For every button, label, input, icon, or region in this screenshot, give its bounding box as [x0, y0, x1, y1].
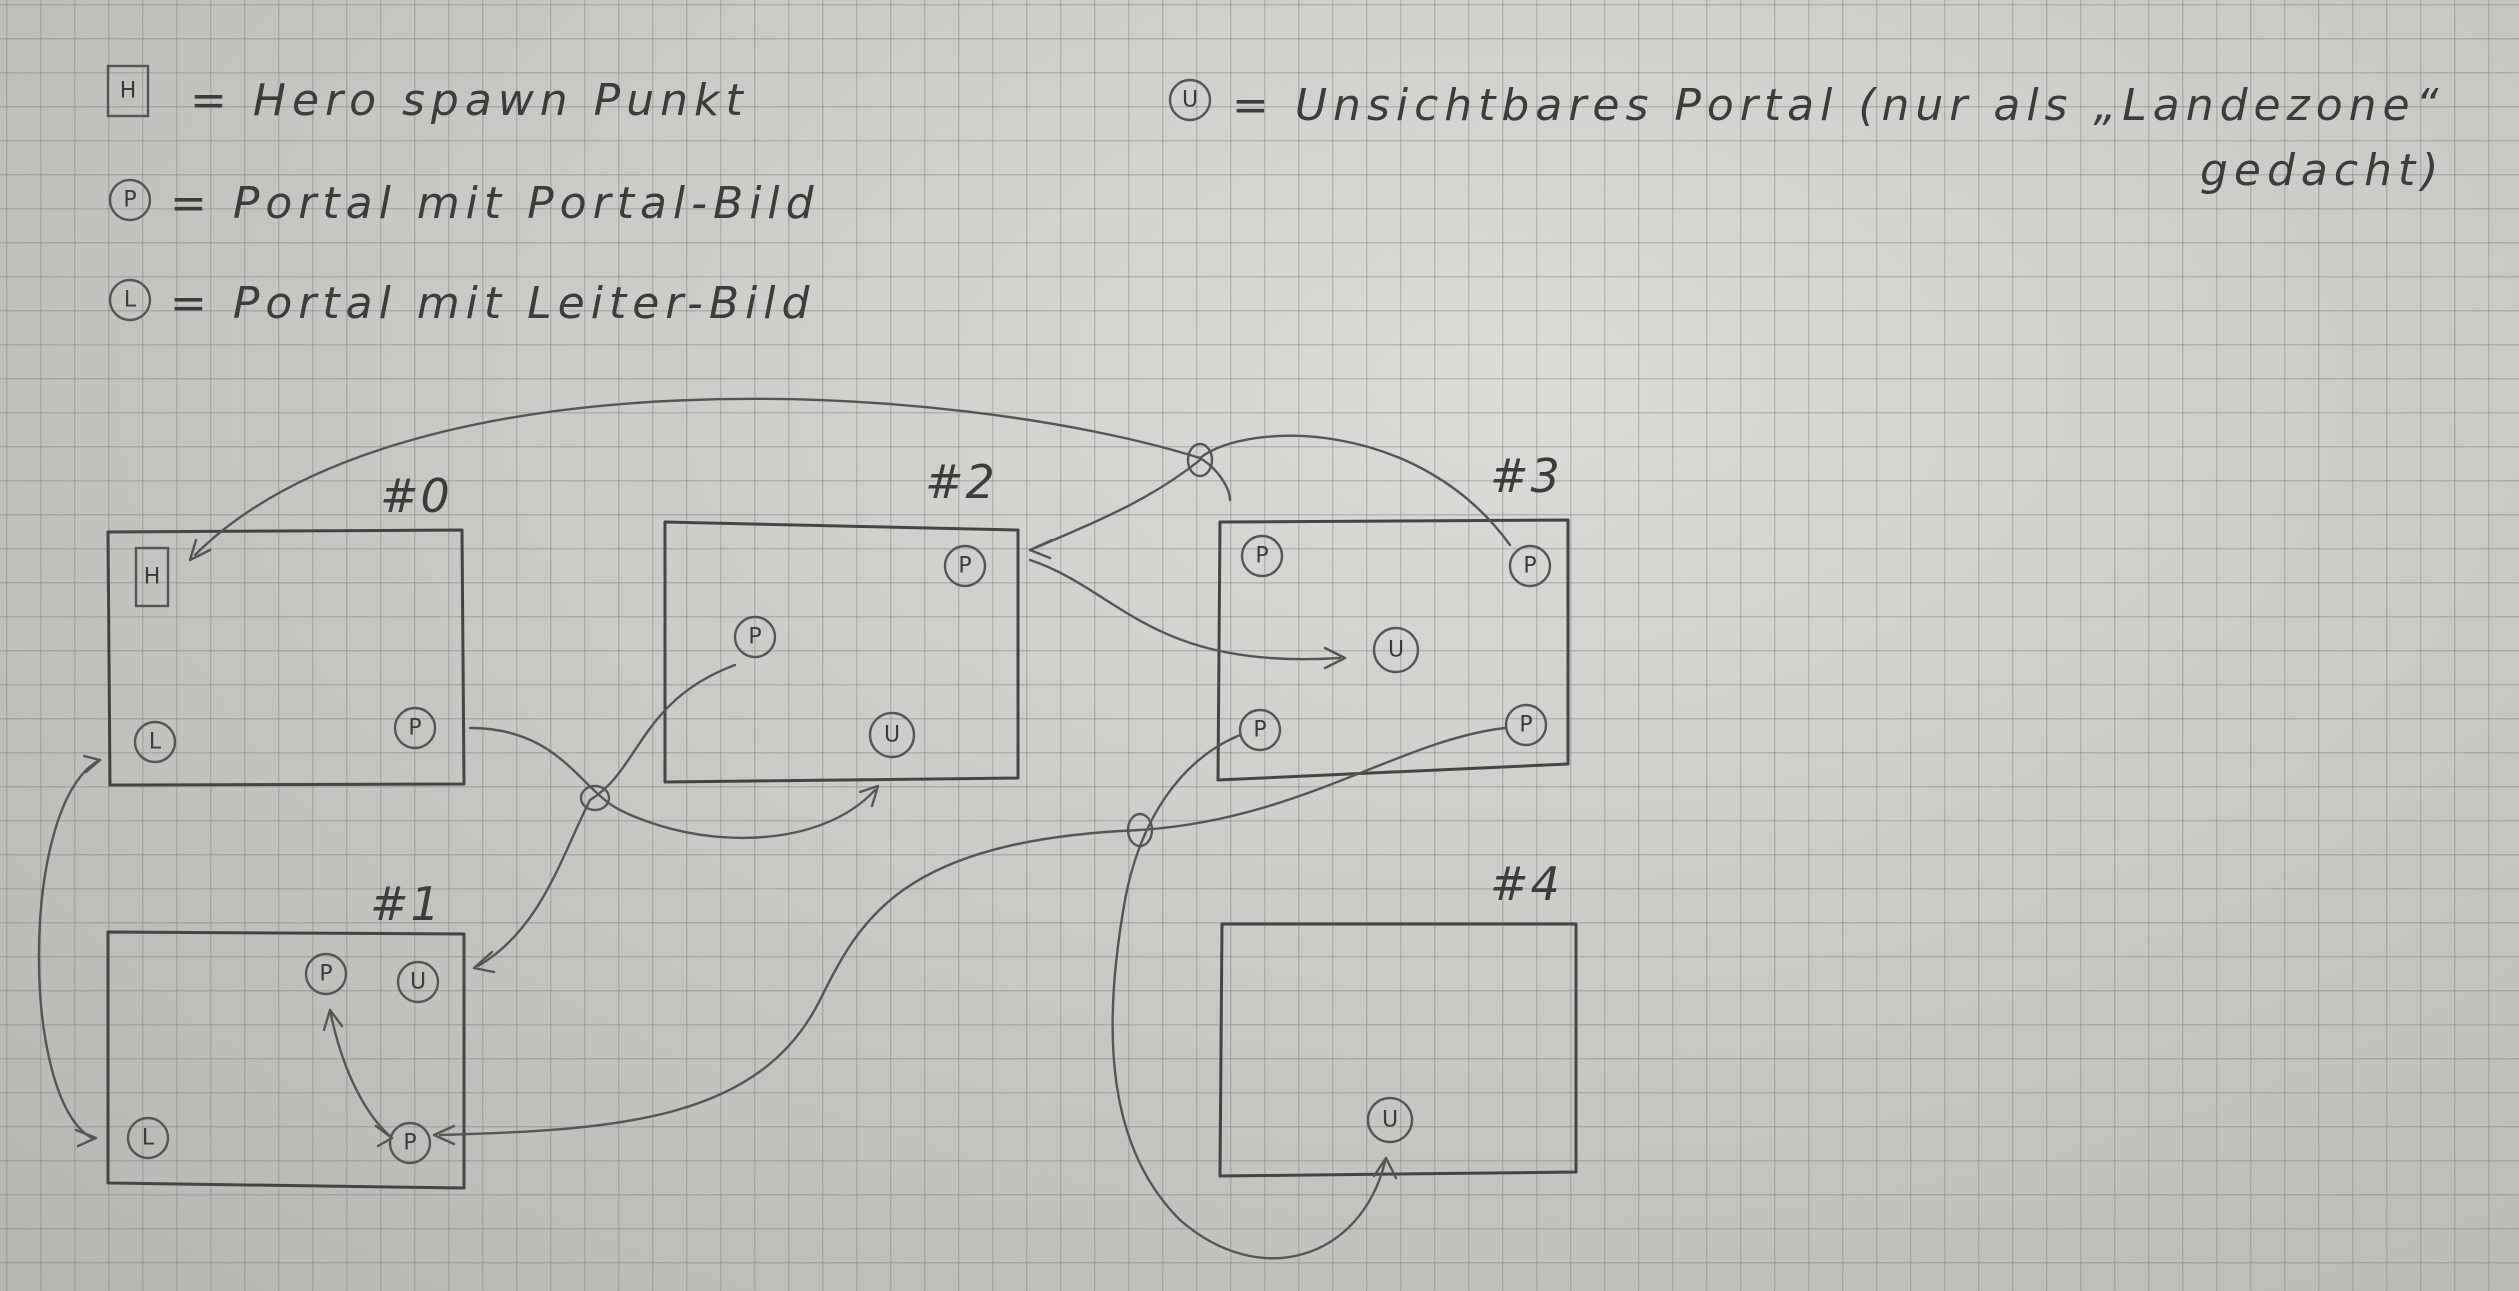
legend-hero-symbol: H: [120, 79, 137, 104]
room-3-invisible-letter: U: [1388, 638, 1404, 663]
room-2-label: #2: [925, 455, 997, 509]
arrowhead-room1-top: [322, 1008, 344, 1032]
room-2-portal-marker-left: [733, 615, 777, 659]
room-1-portal-letter-top: P: [319, 962, 332, 987]
room-2-portal-letter-left: P: [748, 625, 761, 650]
room-3-portal-letter-bottom-left: P: [1253, 718, 1266, 743]
room-2-invisible-marker: [868, 711, 916, 759]
room-0-portal-marker: [393, 706, 437, 750]
room-4: #4 U: [1218, 857, 1578, 1178]
room-3-invisible-marker: [1372, 626, 1420, 674]
arrowhead-room0-ladder: [82, 754, 102, 774]
legend-ladder-text: = Portal mit Leiter-Bild: [170, 278, 815, 329]
connection-room2-to-room1-u: [476, 663, 737, 968]
arrowhead-room2-u: [858, 784, 880, 808]
room-2-portal-letter-right: P: [958, 554, 971, 579]
room-2-portal-marker-right: [943, 544, 987, 588]
arrowhead-room1-p: [432, 1124, 456, 1146]
connection-room3-to-hero: [193, 397, 1202, 557]
connection-room3-top-left-lead: [1198, 456, 1232, 502]
legend-ladder-symbol: L: [124, 288, 137, 313]
connections: [37, 397, 1512, 1260]
room-4-label: #4: [1490, 857, 1562, 911]
legend-hero-text: = Hero spawn Punkt: [190, 75, 749, 126]
room-0-label: #0: [380, 469, 452, 523]
room-3-portal-marker-bottom-right: [1504, 703, 1548, 747]
connection-loop-room3-top-right: [1198, 434, 1512, 547]
arrowhead-room1-u: [472, 950, 496, 974]
arrowhead-room3-u: [1323, 646, 1347, 670]
legend: H = Hero spawn Punkt P = Portal mit Port…: [106, 64, 2444, 329]
connection-room2-to-room3-u: [1028, 558, 1342, 661]
arrowhead-room1-bottom-p: [374, 1124, 394, 1148]
room-1-label: #1: [370, 877, 442, 931]
room-3-label: #3: [1490, 449, 1562, 503]
legend-portal-circle: [108, 178, 152, 222]
room-0-hero-letter: H: [144, 565, 161, 590]
room-3-portal-letter-bottom-right: P: [1519, 713, 1532, 738]
room-4-invisible-letter: U: [1382, 1108, 1398, 1133]
legend-invisible-text: = Unsichtbares Portal (nur als „Landezon…: [1232, 80, 2444, 131]
room-1-ladder-letter: L: [142, 1126, 155, 1151]
hero-symbol-box: [106, 64, 150, 118]
room-3-portal-marker-bottom-left: [1238, 708, 1282, 752]
room-1-portal-marker-bottom: [388, 1121, 432, 1165]
connection-ladder-0-to-1: [37, 758, 102, 1140]
legend-ladder-circle: [108, 278, 152, 322]
room-0-ladder-marker: [133, 720, 177, 764]
room-3-portal-marker-top-left: [1240, 534, 1284, 578]
room-3-portal-letter-top-left: P: [1255, 544, 1268, 569]
room-1-outline: [106, 930, 466, 1190]
room-4-invisible-marker: [1366, 1096, 1414, 1144]
arrowhead-room1-ladder: [74, 1128, 98, 1148]
connection-room3-to-room4-u: [1111, 733, 1387, 1260]
room-0-ladder-letter: L: [149, 730, 162, 755]
connection-room3-to-room1-p: [438, 726, 1507, 1137]
room-3: #3 P P U P P: [1216, 449, 1570, 782]
crossing-node-middle: [579, 784, 611, 812]
room-3-portal-letter-top-right: P: [1523, 554, 1536, 579]
room-0-portal-letter: P: [408, 716, 421, 741]
room-3-portal-marker-top-right: [1508, 544, 1552, 588]
room-1-portal-marker-top: [304, 952, 348, 996]
crossing-node-top: [1186, 442, 1214, 478]
room-2: #2 P P U: [663, 455, 1020, 784]
room-1: #1 P U L P: [106, 877, 466, 1190]
room-2-invisible-letter: U: [884, 723, 900, 748]
room-0: #0 H L P: [106, 469, 466, 787]
room-1-portal-letter-bottom: P: [403, 1131, 416, 1156]
legend-invisible-text-line2: gedacht): [2200, 145, 2444, 196]
arrowhead-room2: [1028, 538, 1054, 560]
room-1-invisible-letter: U: [410, 970, 426, 995]
legend-portal-text: = Portal mit Portal-Bild: [170, 178, 820, 229]
connection-room1-internal: [328, 1008, 394, 1140]
room-0-hero-marker: [134, 546, 170, 608]
connection-room3-to-room2: [1033, 458, 1202, 550]
connection-room0-to-room2-u: [468, 726, 877, 840]
arrowhead-room4-u: [1372, 1156, 1398, 1180]
room-3-outline: [1216, 518, 1570, 782]
room-1-invisible-marker: [396, 960, 440, 1004]
room-0-outline: [106, 528, 466, 787]
room-2-outline: [663, 520, 1020, 784]
legend-invisible-symbol: U: [1182, 88, 1198, 113]
arrowhead-hero: [188, 538, 212, 562]
room-1-ladder-marker: [126, 1116, 170, 1160]
legend-invisible-circle: [1168, 78, 1212, 122]
room-4-outline: [1218, 922, 1578, 1178]
legend-portal-symbol: P: [123, 188, 136, 213]
